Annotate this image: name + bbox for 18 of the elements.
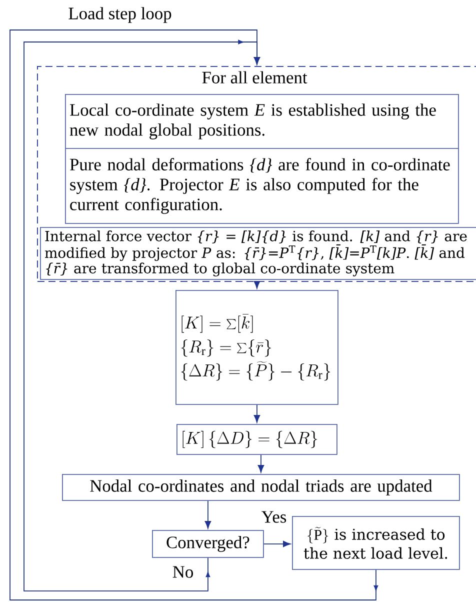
process-box: Nodal co-ordinates and nodal triads are updated xyxy=(62,474,460,501)
edge-label: Load step loop xyxy=(67,6,173,24)
process-box: Local co-ordinate system E is established using the new nodal global positions. xyxy=(65,94,459,149)
arrow xyxy=(10,30,378,600)
process-box: $[K]\,\{\Delta D\} = \{\Delta R\}$ xyxy=(176,424,338,455)
arrow xyxy=(263,540,291,548)
frame-heading: For all element xyxy=(202,71,308,84)
process-box: $[K]=\sum[\bar{k}]$ $\{R_\mathrm{r}\} = \sum\{\bar{r}\}$ $\{\Delta R\} = \{\widetilde{P}\} - \{R_\mathrm{r}\}$ xyxy=(176,290,338,405)
process-box: $\{\widetilde{\mathrm{P}}\}$ is increased to the next load level. xyxy=(292,516,460,570)
decision-box: Converged? xyxy=(152,530,264,558)
arrow xyxy=(254,281,260,289)
arrow xyxy=(258,454,264,473)
edge-label: Yes xyxy=(260,510,288,524)
process-box: Pure nodal deformations {d} are found in co-ordinate system {d}. Projector E is also computed for the current configuration. xyxy=(65,148,459,224)
process-box: Internal force vector {r} = [k]{d} is found. [k] and {r} are modified by projector P as: {r̄}=P$^{T}${r}, [k̄]=P$^{T}$[k]P. [k̄] and {r̄} are transformed to global co-ordinate system xyxy=(40,227,476,280)
edge-label: No xyxy=(171,565,195,579)
arrow xyxy=(204,500,212,529)
arrow xyxy=(254,404,260,423)
